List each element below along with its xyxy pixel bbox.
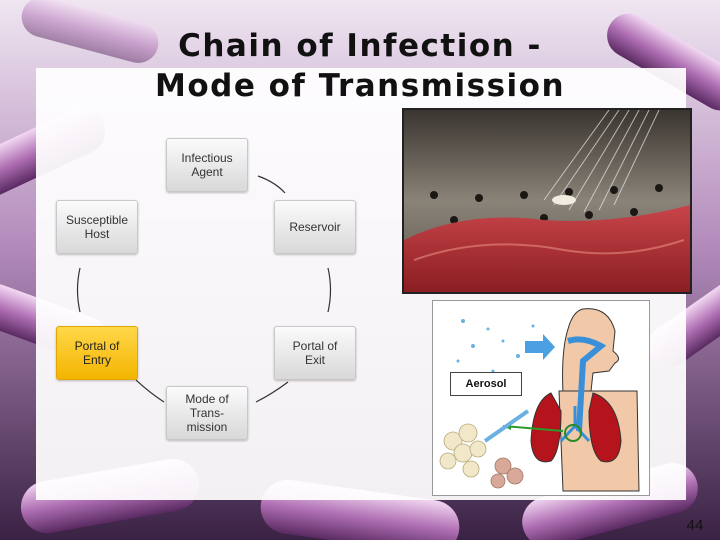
connector-mode-entry: [135, 379, 165, 403]
node-susceptible-host: Susceptible Host: [56, 200, 138, 254]
connector-reservoir-exit: [327, 267, 332, 313]
aerosol-label: Aerosol: [450, 372, 522, 396]
title-line-2: Mode of Transmission: [154, 68, 566, 104]
node-label: Mode of Trans- mission: [185, 392, 229, 434]
node-reservoir: Reservoir: [274, 200, 356, 254]
connector-agent-reservoir: [257, 175, 286, 194]
connector-entry-host: [76, 267, 81, 313]
node-mode-of-transmission: Mode of Trans- mission: [166, 386, 248, 440]
slide-title: Chain of Infection - Mode of Transmissio…: [0, 26, 720, 106]
wound-spray-photo: [402, 108, 692, 294]
node-label: Susceptible Host: [65, 213, 129, 241]
node-label: Infectious Agent: [181, 151, 233, 179]
inhale-arrow-icon: [525, 334, 555, 360]
node-label: Reservoir: [289, 220, 341, 234]
title-line-1: Chain of Infection -: [178, 28, 542, 64]
aerosol-label-text: Aerosol: [465, 378, 507, 390]
node-infectious-agent: Infectious Agent: [166, 138, 248, 192]
page-number: 44: [686, 517, 704, 534]
node-label: Portal of Exit: [292, 339, 338, 367]
aerosol-inhalation-illustration: [432, 300, 650, 496]
node-portal-of-exit: Portal of Exit: [274, 326, 356, 380]
node-portal-of-entry: Portal of Entry: [56, 326, 138, 380]
node-label: Portal of Entry: [74, 339, 120, 367]
connector-exit-mode: [255, 381, 289, 403]
